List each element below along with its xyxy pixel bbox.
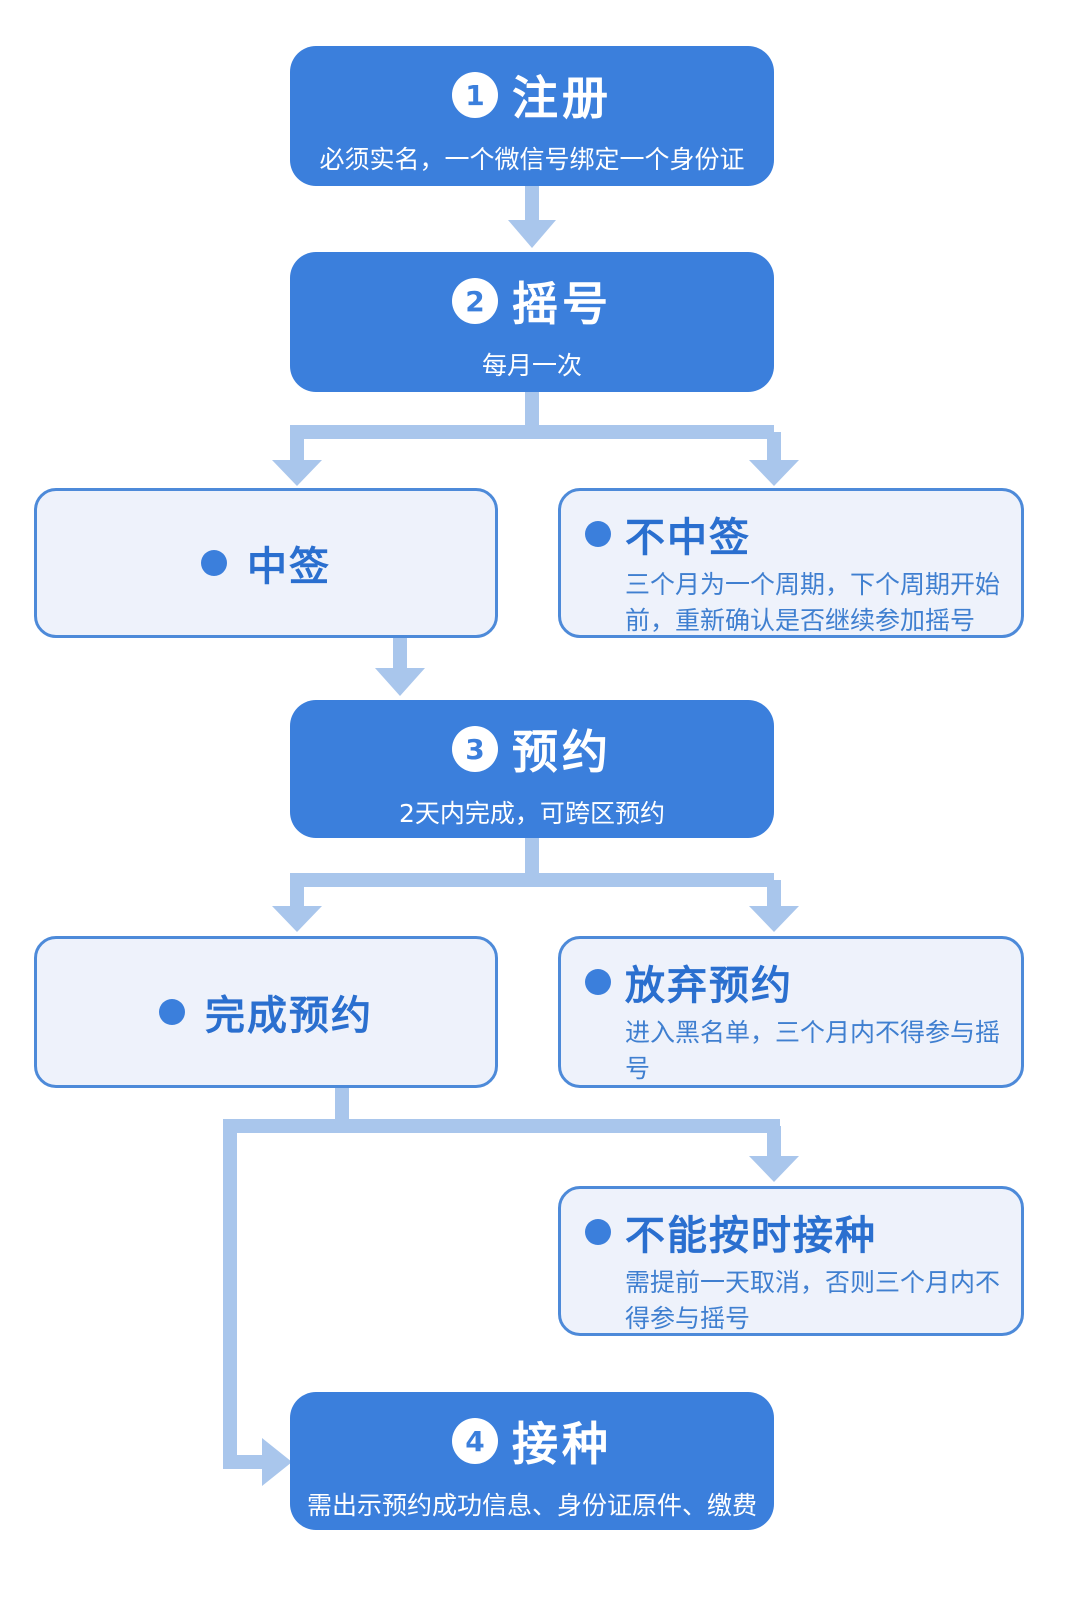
step-title: 摇号 — [512, 277, 612, 331]
step-title: 注册 — [512, 71, 612, 125]
connector-step2-split — [290, 392, 781, 462]
step-description: 需出示预约成功信息、身份证原件、缴费 — [306, 1491, 757, 1520]
step-number-badge: 2 — [452, 278, 498, 324]
step-number-badge: 1 — [452, 72, 498, 118]
outcome-title: 不中签 — [625, 515, 751, 561]
arrowhead-to-win — [272, 460, 322, 486]
outcome-booked: 完成预约 — [34, 936, 498, 1088]
step-title: 预约 — [512, 725, 612, 779]
outcome-title: 放弃预约 — [625, 963, 793, 1009]
outcome-title: 不能按时接种 — [625, 1213, 877, 1259]
arrowhead-to-cannot-attend — [749, 1156, 799, 1182]
outcome-description: 需提前一天取消，否则三个月内不得参与摇号 — [625, 1268, 1001, 1333]
outcome-description: 进入黑名单，三个月内不得参与摇号 — [625, 1018, 1001, 1083]
arrowhead-to-step2 — [508, 220, 556, 248]
outcome-title: 中签 — [247, 544, 331, 590]
arrowhead-to-booked — [272, 906, 322, 932]
bullet-dot-icon — [159, 999, 185, 1025]
bullet-dot-icon — [585, 521, 611, 547]
arrowhead-to-step4 — [262, 1438, 292, 1486]
connector-booked-branches — [223, 1088, 781, 1469]
outcome-description: 三个月为一个周期，下个周期开始前，重新确认是否继续参加摇号 — [625, 570, 1001, 635]
arrowhead-to-lose — [749, 460, 799, 486]
outcome-win: 中签 — [34, 488, 498, 638]
step-description: 2天内完成，可跨区预约 — [399, 799, 665, 828]
step-number-badge: 4 — [452, 1418, 498, 1464]
outcome-lose: 不中签 三个月为一个周期，下个周期开始前，重新确认是否继续参加摇号 — [558, 488, 1024, 638]
step-title: 接种 — [512, 1417, 612, 1471]
arrowhead-to-give-up — [749, 906, 799, 932]
step-description: 必须实名，一个微信号绑定一个身份证 — [319, 145, 745, 174]
step-number-badge: 3 — [452, 726, 498, 772]
connector-step3-split — [290, 838, 781, 908]
bullet-dot-icon — [585, 969, 611, 995]
outcome-give-up: 放弃预约 进入黑名单，三个月内不得参与摇号 — [558, 936, 1024, 1088]
bullet-dot-icon — [201, 550, 227, 576]
bullet-dot-icon — [585, 1219, 611, 1245]
step-1-register: 1 注册 必须实名，一个微信号绑定一个身份证 — [290, 46, 774, 186]
step-4-vaccination: 4 接种 需出示预约成功信息、身份证原件、缴费 — [290, 1392, 774, 1530]
outcome-cannot-attend: 不能按时接种 需提前一天取消，否则三个月内不得参与摇号 — [558, 1186, 1024, 1336]
step-2-lottery: 2 摇号 每月一次 — [290, 252, 774, 392]
outcome-title: 完成预约 — [205, 993, 373, 1039]
step-3-booking: 3 预约 2天内完成，可跨区预约 — [290, 700, 774, 838]
arrowhead-to-step3 — [375, 668, 425, 696]
step-description: 每月一次 — [481, 351, 582, 380]
